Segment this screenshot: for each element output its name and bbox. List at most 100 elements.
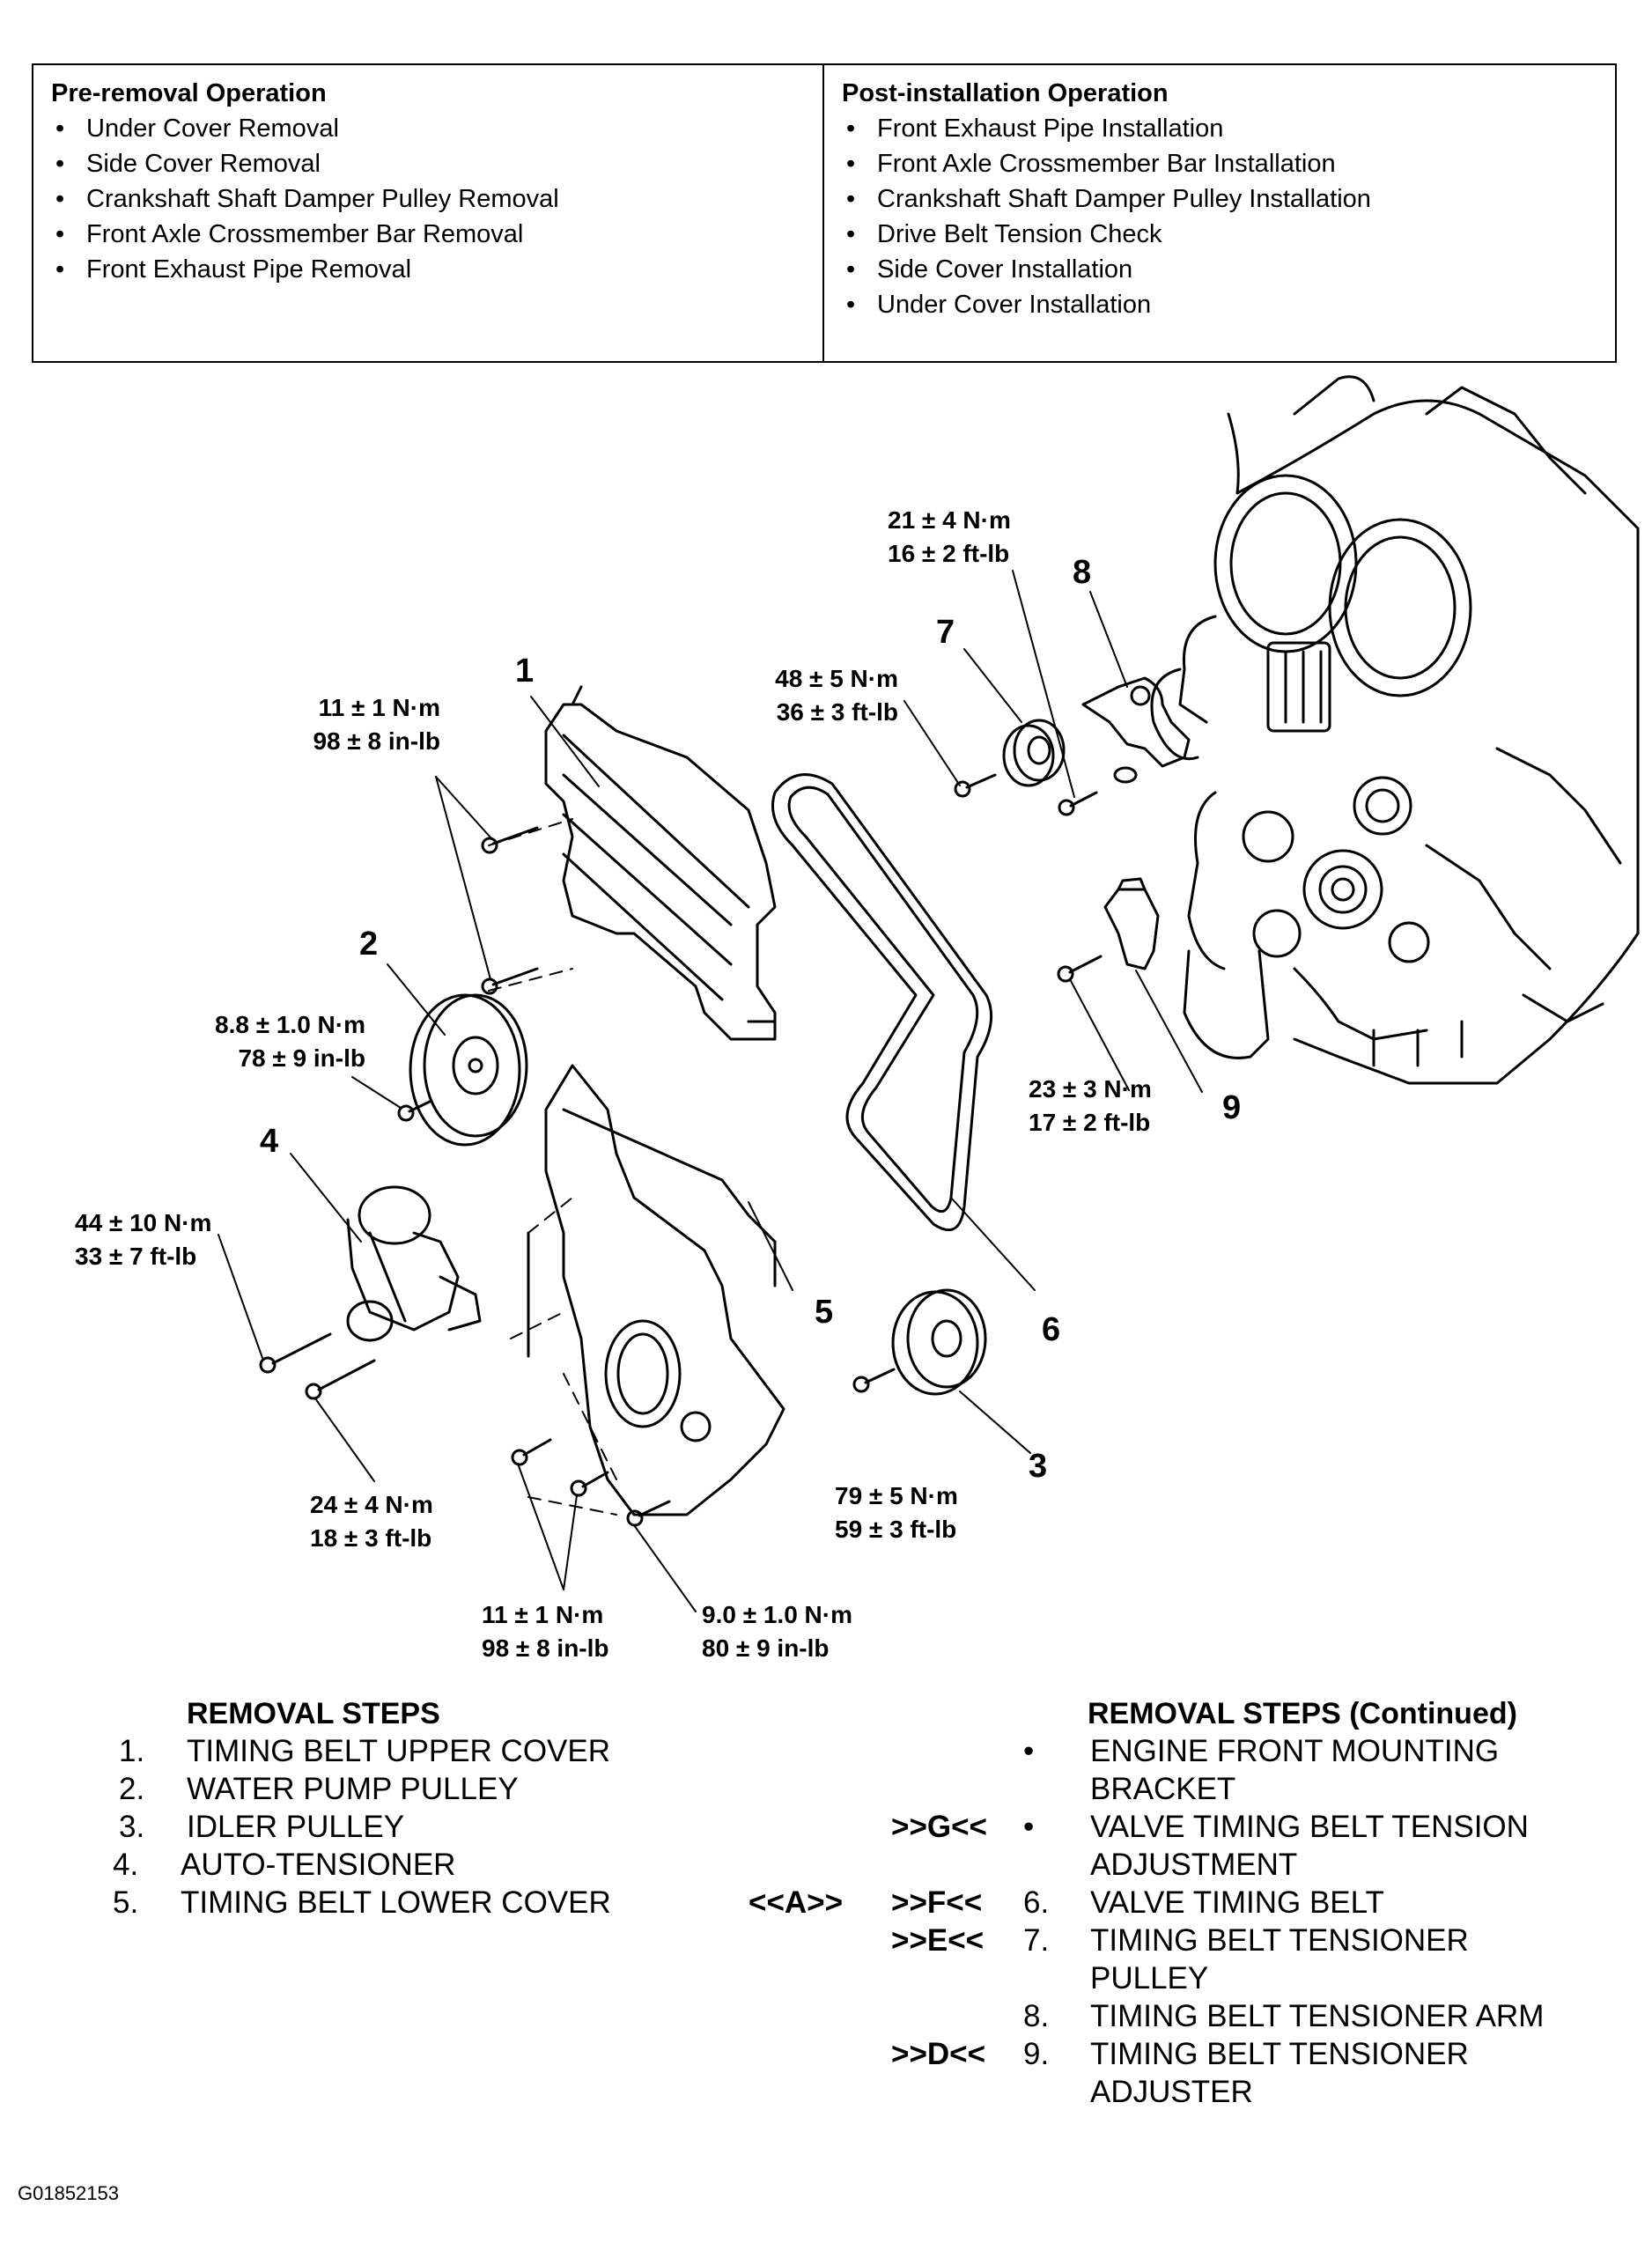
operations-table: Pre-removal Operation Under Cover Remova… [32,63,1617,363]
torque-nm: 44 ± 10 N·m [75,1209,212,1236]
torque-nm: 11 ± 1 N·m [318,694,440,721]
step-text: BRACKET [1090,1772,1236,1806]
torque-label-part-5-b: 9.0 ± 1.0 N·m 80 ± 9 in-lb [702,1598,852,1665]
list-item: >>E<< 7. TIMING BELT TENSIONER [749,1922,1629,1960]
torque-imperial: 80 ± 9 in-lb [702,1634,830,1662]
reference-mark-b: >>G<< [891,1810,987,1844]
torque-label-part-4-bolt: 44 ± 10 N·m 33 ± 7 ft-lb [75,1206,211,1273]
torque-nm: 9.0 ± 1.0 N·m [702,1601,852,1628]
torque-imperial: 78 ± 9 in-lb [238,1044,365,1072]
step-text: TIMING BELT UPPER COVER [187,1734,611,1768]
idler-pulley-drawing [891,1288,987,1396]
leader-lines [218,570,1203,1612]
list-item: PULLEY [749,1960,1629,1998]
list-item: ADJUSTER [749,2074,1629,2112]
step-text: TIMING BELT TENSIONER ARM [1090,1999,1545,2033]
callout-8: 8 [1073,554,1092,591]
pre-removal-column: Pre-removal Operation Under Cover Remova… [33,65,824,361]
step-number: 8. [1023,1999,1050,2033]
step-text: ADJUSTMENT [1090,1848,1298,1882]
removal-steps-heading: REMOVAL STEPS [187,1697,440,1730]
list-item: >>D<< 9. TIMING BELT TENSIONER [749,2036,1629,2074]
step-number: 9. [1023,2037,1050,2071]
torque-nm: 23 ± 3 N·m [1029,1075,1152,1103]
torque-label-part-8: 21 ± 4 N·m 16 ± 2 ft-lb [888,504,1011,571]
step-number: 7. [1023,1923,1050,1958]
torque-label-part-2: 8.8 ± 1.0 N·m 78 ± 9 in-lb [176,1008,365,1075]
torque-imperial: 59 ± 3 ft-lb [835,1516,957,1543]
step-text: VALVE TIMING BELT [1090,1885,1384,1920]
reference-mark-b: >>F<< [891,1885,983,1920]
step-text: WATER PUMP PULLEY [187,1772,519,1806]
list-item: 4. AUTO-TENSIONER [106,1847,669,1885]
list-item: Under Cover Installation [842,287,1615,322]
water-pump-pulley-drawing [409,993,528,1147]
removal-steps-heading-row: REMOVAL STEPS [106,1695,669,1733]
callout-2: 2 [359,926,379,963]
list-item: Side Cover Removal [51,146,822,181]
step-number: 5. [113,1885,139,1920]
list-item: Drive Belt Tension Check [842,217,1615,252]
torque-label-part-4-lower: 24 ± 4 N·m 18 ± 3 ft-lb [310,1488,433,1555]
post-installation-column: Post-installation Operation Front Exhaus… [824,65,1615,361]
step-text: PULLEY [1090,1961,1209,1995]
list-item: Front Exhaust Pipe Removal [51,252,822,287]
torque-nm: 24 ± 4 N·m [310,1491,433,1518]
step-text: TIMING BELT TENSIONER [1090,2037,1469,2071]
torque-label-part-7: 48 ± 5 N·m 36 ± 3 ft-lb [731,662,898,729]
post-installation-list: Front Exhaust Pipe Installation Front Ax… [842,111,1615,322]
timing-belt-exploded-diagram [218,375,1640,1612]
list-item: Front Axle Crossmember Bar Installation [842,146,1615,181]
list-item: 5. TIMING BELT LOWER COVER [106,1885,669,1922]
step-number: 1. [119,1734,145,1768]
tensioner-arm-drawing [1081,676,1191,784]
torque-imperial: 33 ± 7 ft-lb [75,1243,197,1270]
tensioner-pulley-drawing [1002,719,1066,787]
callout-9: 9 [1222,1089,1242,1126]
list-item: Front Exhaust Pipe Installation [842,111,1615,146]
torque-nm: 21 ± 4 N·m [888,506,1011,534]
list-item: ADJUSTMENT [749,1847,1629,1885]
list-item: Side Cover Installation [842,252,1615,287]
removal-steps-continued-heading-row: REMOVAL STEPS (Continued) [749,1695,1629,1733]
torque-imperial: 36 ± 3 ft-lb [776,698,898,726]
callout-7: 7 [936,614,955,651]
list-item: • ENGINE FRONT MOUNTING [749,1733,1629,1771]
step-number: 4. [113,1848,139,1882]
callout-3: 3 [1029,1448,1048,1485]
step-text: TIMING BELT TENSIONER [1090,1923,1469,1958]
callout-4: 4 [260,1123,279,1160]
torque-nm: 11 ± 1 N·m [482,1601,604,1628]
list-item: Crankshaft Shaft Damper Pulley Installat… [842,181,1615,217]
callout-6: 6 [1042,1311,1061,1348]
torque-label-part-9: 23 ± 3 N·m 17 ± 2 ft-lb [1029,1073,1152,1140]
list-item: Front Axle Crossmember Bar Removal [51,217,822,252]
torque-imperial: 17 ± 2 ft-lb [1029,1109,1151,1136]
list-item: Crankshaft Shaft Damper Pulley Removal [51,181,822,217]
step-text: VALVE TIMING BELT TENSION [1090,1810,1529,1844]
timing-belt-upper-cover-drawing [544,685,777,1041]
step-text: ENGINE FRONT MOUNTING [1090,1734,1500,1768]
step-number: 2. [119,1772,145,1806]
torque-nm: 48 ± 5 N·m [775,665,898,692]
removal-steps-continued-heading: REMOVAL STEPS (Continued) [1088,1697,1517,1730]
bolts [259,773,1103,1527]
step-number: • [1023,1810,1035,1844]
pre-removal-heading: Pre-removal Operation [51,79,327,107]
reference-mark-b: >>E<< [891,1923,985,1958]
engine-block-drawing [1150,375,1640,1085]
step-text: ADJUSTER [1090,2075,1253,2109]
valve-timing-belt-drawing [771,773,993,1232]
reference-mark-a: <<A>> [749,1885,844,1920]
torque-imperial: 98 ± 8 in-lb [313,727,440,755]
list-item: >>G<< • VALVE TIMING BELT TENSION [749,1809,1629,1847]
callout-5: 5 [815,1294,834,1331]
figure-id: G01852153 [18,2182,119,2204]
list-item: <<A>> >>F<< 6. VALVE TIMING BELT [749,1885,1629,1922]
torque-label-part-3: 79 ± 5 N·m 59 ± 3 ft-lb [835,1479,958,1546]
torque-label-part-1-upper: 11 ± 1 N·m 98 ± 8 in-lb [264,691,440,758]
pre-removal-list: Under Cover Removal Side Cover Removal C… [51,111,822,287]
reference-mark-b: >>D<< [891,2037,986,2071]
list-item: Under Cover Removal [51,111,822,146]
step-number: • [1023,1734,1035,1768]
